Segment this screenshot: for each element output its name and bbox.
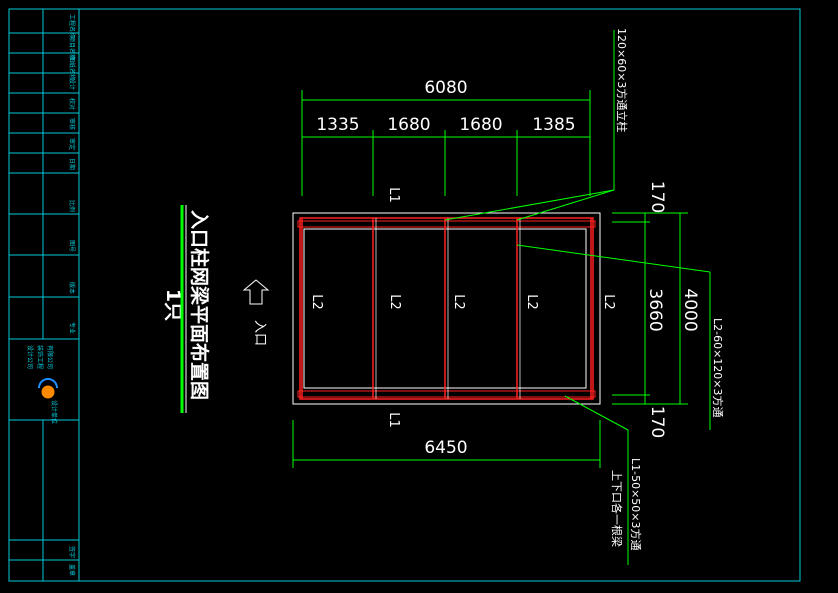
note-l2-spec: L2-60×120×3方通: [711, 318, 725, 418]
dim-right-total: 4000: [680, 288, 700, 331]
tb-row-10: 图号: [68, 240, 75, 252]
beam-label-col-5: L2: [601, 294, 616, 310]
beam-label-top: L1: [386, 187, 401, 203]
company-logo: [38, 378, 58, 399]
frame-plan: [292, 212, 601, 405]
dim-top-total: 6080: [424, 78, 467, 98]
entrance-arrow-icon: [242, 279, 270, 305]
dim-right-seg-3: 170: [647, 406, 667, 438]
beam-perimeter: [299, 217, 594, 400]
dimension-right: [612, 212, 688, 405]
leader-lines: [444, 30, 711, 565]
dim-top-seg-3: 1680: [459, 115, 502, 135]
tb-row-9: 比例: [68, 200, 76, 212]
dimension-top: [301, 90, 591, 196]
beam-label-col-3: L2: [451, 294, 466, 310]
dim-right-seg-2: 3660: [645, 288, 665, 331]
tb-row-3: 图纸名称: [68, 56, 76, 80]
title-block: [9, 9, 79, 581]
tb-row-8: 日期: [68, 158, 76, 170]
tb-row-12: 专业: [68, 322, 76, 334]
note-l1-spec: L1-50×50×3方通: [629, 458, 643, 551]
dim-top-seg-1: 1335: [316, 115, 359, 135]
dim-bottom-total: 6450: [424, 438, 467, 458]
tb-row-13: 设计单位: [50, 400, 58, 424]
tb-row-6: 审核: [68, 118, 76, 130]
tb-company-2: 装饰工程: [36, 345, 44, 369]
beam-l1-top: [297, 220, 596, 228]
drawing-quantity: 1只: [162, 289, 184, 321]
beam-l1-bottom: [297, 390, 596, 398]
tb-row-11: 版本: [68, 282, 76, 294]
tb-company-3: 有限公司: [46, 345, 54, 369]
beam-label-col-4: L2: [524, 294, 539, 310]
dim-right-seg-1: 170: [647, 181, 667, 213]
drawing-title: 入口柱网梁平面布置图: [188, 210, 211, 400]
beam-label-col-1: L2: [309, 294, 324, 310]
dimension-bottom: [292, 420, 601, 468]
tb-row-14: 签字: [68, 546, 76, 558]
beam-label-col-2: L2: [387, 294, 402, 310]
plan-outline: [292, 212, 601, 405]
dim-top-seg-4: 1385: [532, 115, 575, 135]
note-column-spec: 120×60×3方通立柱: [615, 28, 629, 132]
dim-top-seg-2: 1680: [387, 115, 430, 135]
tb-row-5: 校对: [68, 98, 76, 110]
tb-row-4: 设计: [68, 78, 76, 90]
drawing-inner-frame: [78, 8, 801, 582]
tb-company-1: 设计公司: [26, 345, 34, 369]
tb-row-7: 审定: [68, 138, 76, 150]
tb-row-1: 工程名称: [68, 14, 76, 38]
note-l1-extra: 上下口各一根梁: [610, 470, 624, 547]
entrance-label: 入口: [252, 320, 267, 346]
tb-row-15: 盖章: [68, 564, 76, 576]
beam-label-bottom: L1: [386, 412, 401, 428]
tb-row-2: 项目名称: [68, 36, 76, 60]
